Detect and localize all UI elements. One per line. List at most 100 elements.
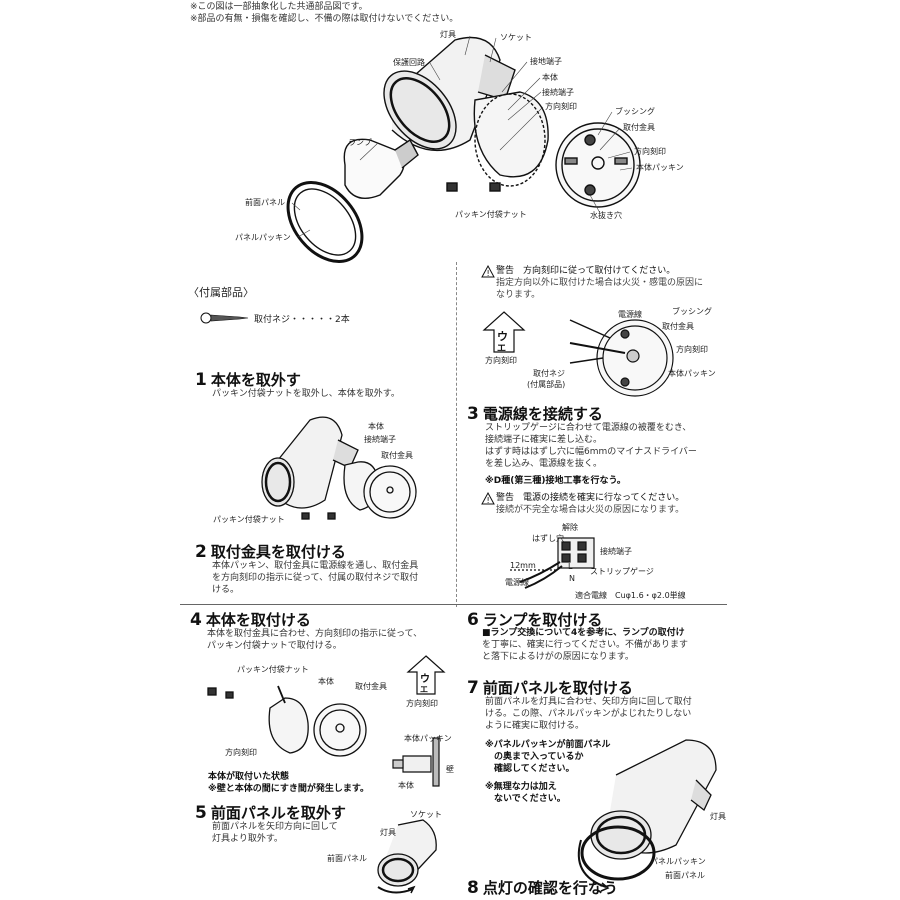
label-body: 本体	[542, 73, 558, 82]
step3-line2: 接続端子に確実に差し込む。	[485, 435, 603, 445]
label-strip-gauge: ストリップゲージ	[590, 567, 654, 576]
direction-sign-icon-2: ウ エ	[406, 655, 446, 695]
step7-note2-line2: ないでください。	[485, 794, 566, 804]
direction-sign-icon: ウ エ	[482, 311, 526, 354]
step1-diagram	[261, 416, 417, 520]
label-direction-mark: 方向刻印	[545, 102, 577, 111]
label-fixture: 灯具	[440, 30, 456, 39]
step2-line3: ける。	[212, 585, 240, 595]
step3-warning-sub: 接続が不完全な場合は火災の原因になります。	[496, 505, 685, 515]
label-power-wire-2: 電源線	[505, 578, 529, 587]
label-direction-mark2: 方向刻印	[634, 147, 666, 156]
exploded-diagram	[286, 35, 641, 263]
label-bracket-2: 取付金具	[662, 322, 694, 331]
step2-line2: を方向刻印の指示に従って、付属の取付ネジで取付	[212, 573, 419, 583]
header-note-2: ※部品の有無・損傷を確認し、不備の際は取付けないでください。	[190, 14, 459, 24]
svg-text:!: !	[487, 269, 490, 278]
step7-line1: 前面パネルを灯具に合わせ、矢印方向に回して取付	[485, 697, 692, 707]
step4-label-nut: パッキン付袋ナット	[237, 665, 309, 674]
step7-diagram	[577, 739, 717, 892]
svg-text:エ: エ	[420, 685, 428, 694]
svg-text:ウ: ウ	[420, 673, 430, 685]
step3-line1: ストリップゲージに合わせて電源線の被覆をむき、	[485, 423, 692, 433]
label-power-wire: 電源線	[618, 310, 642, 319]
step4-state-title: 本体が取付いた状態	[208, 772, 290, 782]
label-mount-bracket: 取付金具	[623, 123, 655, 132]
step1-label-nut: パッキン付袋ナット	[213, 515, 285, 524]
warning-direction-title: 警告 方向刻印に従って取付けてください。	[496, 266, 676, 276]
label-N: N	[569, 574, 575, 583]
step4-label-body: 本体	[318, 677, 334, 686]
wall-section-diagram	[392, 737, 440, 787]
step1-label-bracket: 取付金具	[381, 451, 413, 460]
warning-icon-2: !	[481, 491, 495, 505]
step4-label-direction: 方向刻印	[406, 699, 438, 708]
step7-line2: ける。この際、パネルパッキンがよじれたりしない	[485, 709, 692, 719]
label-packing-nut: パッキン付袋ナット	[455, 210, 527, 219]
step4-label-bracket: 取付金具	[355, 682, 387, 691]
label-wire-spec: 適合電線 Cuφ1.6・φ2.0単線	[575, 591, 686, 600]
label-lamp: ランプ	[348, 138, 372, 147]
label-connect-terminal-2: 接続端子	[600, 547, 632, 556]
step7-label-panel: 前面パネル	[665, 871, 705, 880]
step1-label-body: 本体	[368, 422, 384, 431]
step4-diagram	[207, 685, 367, 757]
label-socket: ソケット	[500, 33, 532, 42]
step4-label-packing: 本体パッキン	[404, 734, 452, 743]
label-body-packing-2: 本体パッキン	[668, 369, 716, 378]
step1-text: パッキン付袋ナットを取外し、本体を取外す。	[212, 389, 400, 399]
section-divider	[180, 604, 727, 605]
label-release: 解除	[562, 523, 578, 532]
step3-line3: はずす時ははずし穴に幅6mmのマイナスドライバー	[485, 447, 697, 457]
bracket-wiring-diagram	[569, 319, 674, 397]
step7-label-fixture: 灯具	[710, 812, 726, 821]
svg-text:!: !	[487, 496, 490, 505]
label-release-hole: はずし穴	[532, 534, 564, 543]
accessories-title: 〈付属部品〉	[188, 286, 254, 299]
screw-icon	[200, 312, 249, 324]
accessory-screw: 取付ネジ・・・・・2本	[254, 315, 350, 325]
step7-line3: ように確実に取付ける。	[485, 721, 585, 731]
step5-line1: 前面パネルを矢印方向に回して	[212, 822, 338, 832]
step6-line3: と落下によるけがの原因になります。	[482, 652, 634, 662]
label-drain-hole: 水抜き穴	[590, 211, 622, 220]
step7-note1-line2: の奥まで入っているか	[485, 752, 584, 762]
label-panel-packing: パネルパッキン	[235, 233, 291, 242]
label-L: L	[568, 562, 573, 571]
label-bushing: ブッシング	[615, 107, 655, 116]
step5-label-socket: ソケット	[410, 810, 442, 819]
label-front-panel: 前面パネル	[245, 198, 285, 207]
step2-line1: 本体パッキン、取付金具に電源線を通し、取付金具	[212, 561, 419, 571]
svg-text:エ: エ	[497, 344, 506, 354]
step6-line1: ■ランプ交換について4を参考に、ランプの取付け	[482, 628, 685, 638]
step4-state-note: ※壁と本体の間にすき間が発生します。	[208, 784, 369, 794]
warning-direction-line2: なります。	[496, 290, 541, 300]
label-connect-terminal: 接続端子	[542, 88, 574, 97]
label-bushing-2: ブッシング	[672, 307, 712, 316]
label-12mm: 12mm	[510, 561, 536, 570]
label-body-packing: 本体パッキン	[636, 163, 684, 172]
step3-line4: を差し込み、電源線を抜く。	[485, 459, 603, 469]
step1-label-terminal: 接続端子	[364, 435, 396, 444]
step5-label-panel: 前面パネル	[327, 854, 367, 863]
step4-label-mark: 方向刻印	[225, 748, 257, 757]
label-ground-terminal: 接地端子	[530, 57, 562, 66]
step6-line2: を丁寧に、確実に行ってください。不備があります	[482, 640, 689, 650]
step4-line2: パッキン付袋ナットで取付ける。	[207, 641, 342, 651]
step3-warning: 警告 電源の接続を確実に行なってください。	[496, 493, 685, 503]
step5-label-fixture: 灯具	[380, 828, 396, 837]
step7-note1-line1: ※パネルパッキンが前面パネル	[485, 740, 611, 750]
column-divider	[456, 262, 457, 607]
step5-line2: 灯具より取外す。	[212, 834, 283, 844]
label-direction-mark-3: 方向刻印	[676, 345, 708, 354]
terminal-diagram	[510, 537, 595, 589]
step7-label-packing: パネルパッキン	[650, 857, 706, 866]
